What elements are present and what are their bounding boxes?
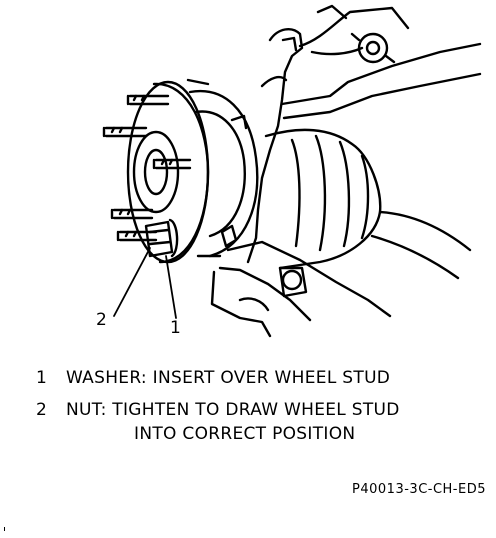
callout-1-leader xyxy=(165,255,177,319)
figure-code: P40013-3C-CH-ED5 xyxy=(352,482,486,497)
wheel-hub-stud-illustration xyxy=(102,4,482,338)
callout-2-leader xyxy=(113,247,151,317)
upper-bolt xyxy=(350,32,396,64)
legend-text: WASHER: INSERT OVER WHEEL STUD xyxy=(66,368,391,388)
legend-number: 2 xyxy=(36,400,48,420)
steering-knuckle xyxy=(246,4,482,264)
hub-bearing xyxy=(186,78,259,258)
stud-washer-and-nut xyxy=(144,218,179,258)
legend-text-continued: INTO CORRECT POSITION xyxy=(134,424,356,444)
callout-2-label: 2 xyxy=(96,310,107,330)
legend-number: 1 xyxy=(36,368,48,388)
hub-flange xyxy=(126,80,210,264)
lower-control-arm xyxy=(210,240,392,338)
legend-text: NUT: TIGHTEN TO DRAW WHEEL STUD xyxy=(66,400,400,420)
wheel-studs xyxy=(102,94,192,242)
callout-1-label: 1 xyxy=(170,318,181,338)
scan-mark xyxy=(4,527,5,531)
axle-boot xyxy=(264,128,472,280)
